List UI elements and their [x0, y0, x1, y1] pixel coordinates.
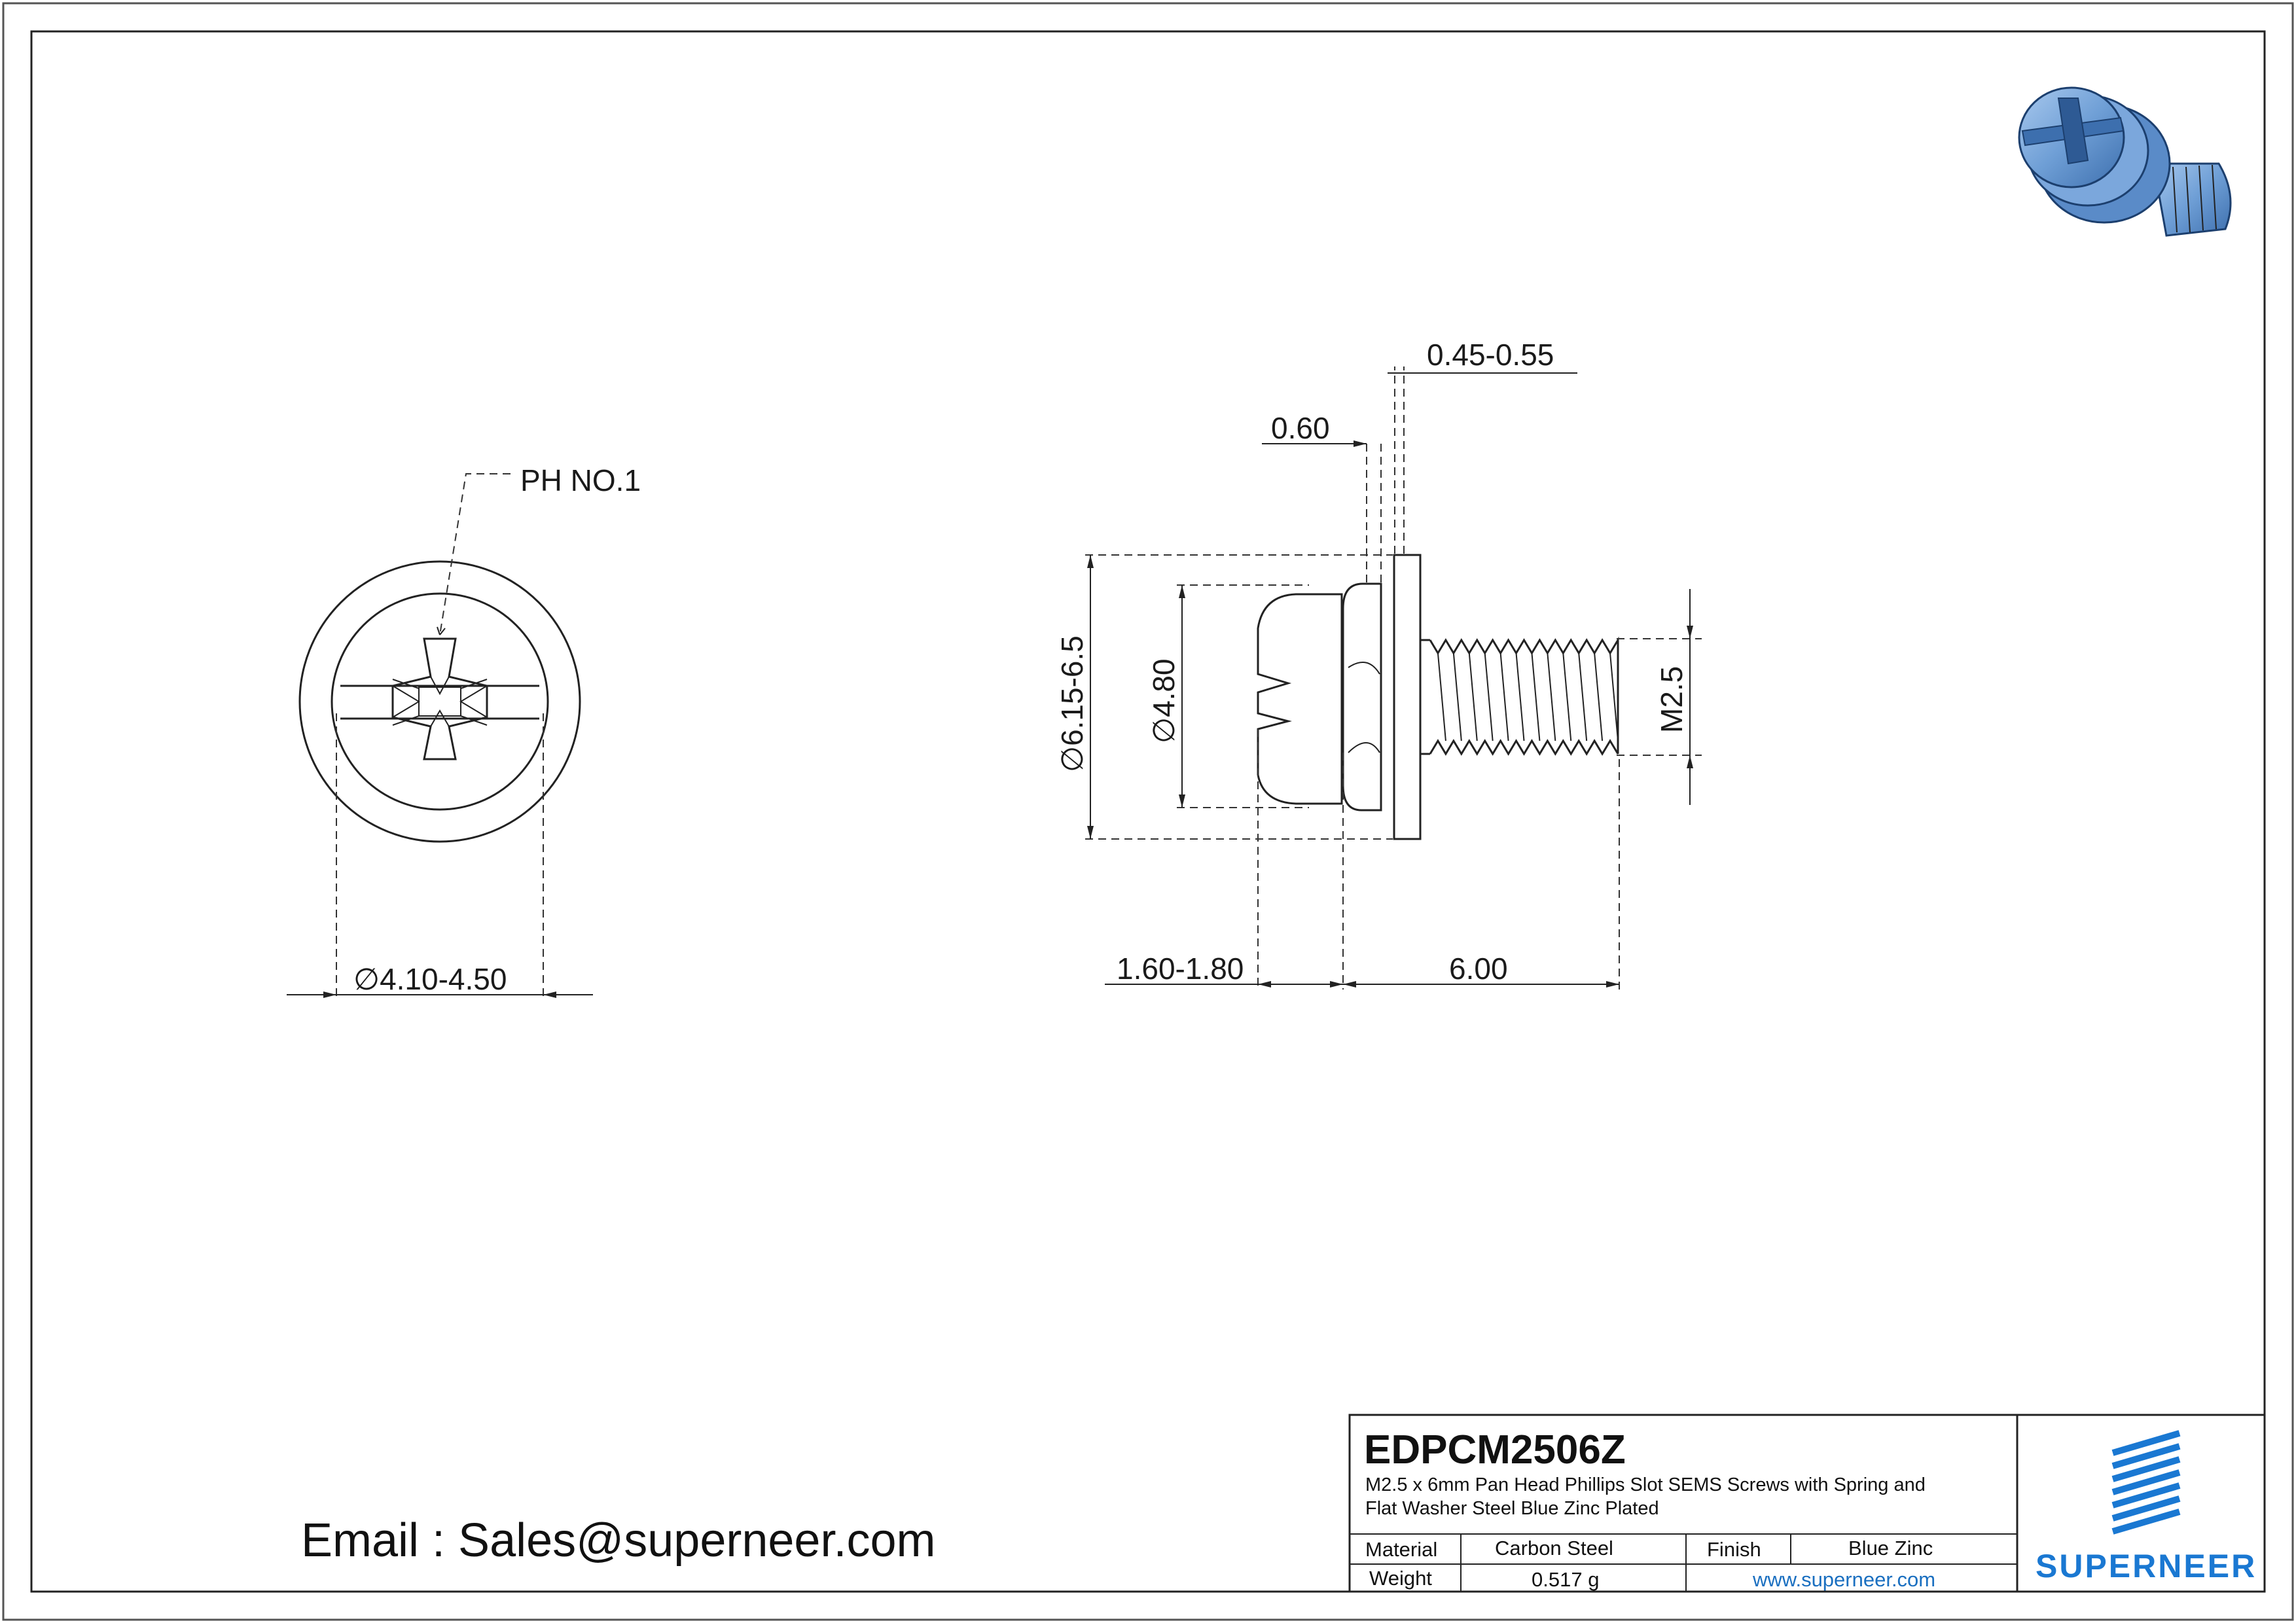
finish-label: Finish — [1707, 1538, 1761, 1561]
finish-value: Blue Zinc — [1848, 1537, 1933, 1560]
washer-outline — [298, 560, 581, 843]
material-value: Carbon Steel — [1495, 1537, 1613, 1560]
material-label: Material — [1365, 1538, 1437, 1561]
contact-email: Email : Sales@superneer.com — [301, 1514, 936, 1567]
phillips-recess — [391, 637, 488, 760]
brand-name: SUPERNEER — [2036, 1548, 2257, 1584]
head-outline — [331, 592, 549, 811]
title-block: EDPCM2506Z M2.5 x 6mm Pan Head Phillips … — [1348, 1414, 2266, 1593]
thread-label: M2.5 — [1655, 666, 1689, 733]
weight-label: Weight — [1369, 1567, 1432, 1590]
weight-value: 0.517 g — [1532, 1568, 1599, 1591]
slot — [340, 685, 539, 720]
head-recess-dia-label: ∅4.10-4.50 — [353, 962, 507, 996]
part-description-line2: Flat Washer Steel Blue Zinc Plated — [1365, 1498, 1659, 1519]
length-label: 6.00 — [1449, 952, 1508, 986]
part-description-line1: M2.5 x 6mm Pan Head Phillips Slot SEMS S… — [1365, 1474, 1926, 1495]
thread-profile — [1429, 636, 1619, 756]
brand-logo-icon — [2111, 1430, 2181, 1535]
head-dia-label: ∅4.80 — [1147, 658, 1181, 743]
part-code: EDPCM2506Z — [1364, 1427, 1626, 1472]
top-view: PH NO.1 ∅4.10-4.50 — [287, 463, 641, 1000]
flat-washer — [1393, 554, 1422, 840]
washer-dia-label: ∅6.15-6.5 — [1055, 635, 1089, 772]
spring-washer — [1342, 582, 1382, 812]
website-link[interactable]: www.superneer.com — [1752, 1568, 1935, 1591]
head-height-label: 1.60-1.80 — [1117, 952, 1244, 986]
spring-thickness-label: 0.60 — [1271, 411, 1330, 445]
washer-thickness-label: 0.45-0.55 — [1427, 338, 1554, 372]
side-view: 0.45-0.55 0.60 ∅6.15-6.5 ∅4.80 M2.5 1.60… — [1055, 338, 1702, 990]
pan-head — [1257, 593, 1343, 805]
isometric-view — [2018, 86, 2232, 237]
drawing-frame — [30, 30, 2266, 1593]
drive-label: PH NO.1 — [520, 463, 641, 497]
iso-thread — [2152, 162, 2232, 237]
